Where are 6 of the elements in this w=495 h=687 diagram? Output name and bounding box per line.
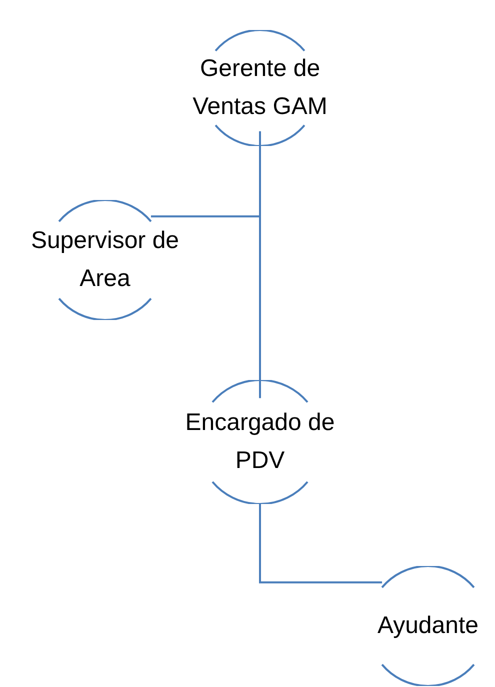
node-label: Encargado de PDV (184, 408, 336, 476)
connector-line (259, 504, 382, 584)
connector-line (259, 131, 261, 398)
node-label: Gerente de Ventas GAM (192, 54, 328, 122)
node-label: Supervisor de Area (30, 226, 180, 294)
node-label: Ayudante (378, 611, 478, 641)
